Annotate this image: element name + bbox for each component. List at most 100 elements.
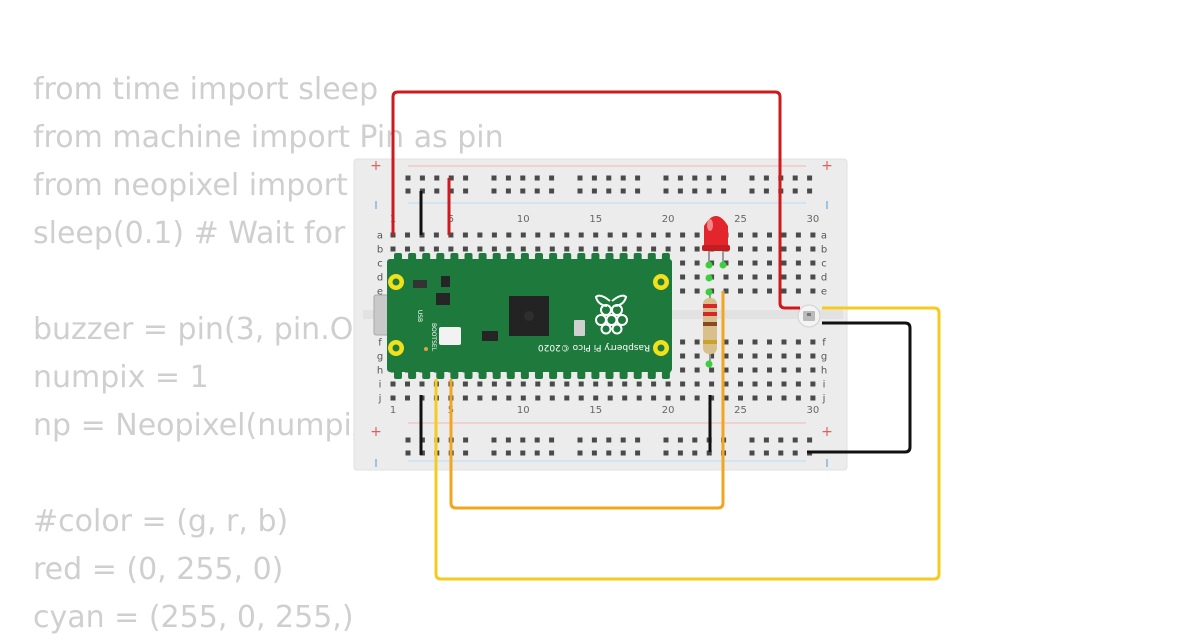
breadboard-hole [591,175,597,181]
breadboard-hole [795,232,801,238]
breadboard-hole [405,395,410,401]
pico-pin-bottom [478,371,487,379]
breadboard-hole [721,175,727,181]
breadboard-hole [506,395,512,401]
breadboard-hole [491,437,497,443]
code-line: numpix = 1 [33,360,209,395]
wire-yellow [434,306,941,581]
breadboard-hole [578,246,584,252]
breadboard-hole [520,437,526,443]
pico-pin-bottom [563,371,572,379]
breadboard-hole [535,232,541,238]
breadboard-hole [591,437,597,443]
breadboard-hole [709,367,715,373]
column-label: 30 [807,214,820,225]
row-label: i [379,380,382,391]
breadboard-hole [723,353,729,359]
row-label: h [377,366,383,377]
breadboard-hole [738,232,743,238]
breadboard-hole [535,381,541,387]
breadboard-hole [677,175,683,181]
status-led [424,347,428,351]
breadboard-hole [810,353,816,359]
breadboard-hole [692,437,698,443]
row-label: i [823,380,826,391]
breadboard-hole [767,246,772,252]
breadboard-hole [807,437,813,443]
breadboard-hole [620,188,626,194]
breadboard-hole [680,353,686,359]
breadboard-hole [606,437,612,443]
breadboard-hole [434,188,440,194]
breadboard-hole [749,437,755,443]
pico-pin-bottom [661,371,670,379]
breadboard-hole [405,175,411,181]
breadboard-hole [577,450,583,456]
breadboard-hole [433,232,439,238]
breadboard-hole [767,353,772,359]
breadboard-hole [781,367,787,373]
breadboard-hole [763,437,769,443]
flash-chip [574,320,585,336]
breadboard-hole [738,274,743,280]
row-label: b [377,245,383,256]
breadboard-hole [694,339,700,345]
wire-black [807,321,912,454]
breadboard-hole [520,395,526,401]
breadboard-hole [781,288,787,294]
breadboard-hole [549,437,555,443]
breadboard-hole [535,395,541,401]
breadboard-hole [781,246,787,252]
breadboard-hole [810,232,816,238]
resistor [703,292,717,362]
breadboard-hole [505,175,511,181]
breadboard-hole [795,246,801,252]
breadboard-hole [767,260,772,266]
breadboard-hole [591,188,597,194]
breadboard-hole [792,175,798,181]
breadboard-hole [767,274,772,280]
breadboard-hole [752,260,758,266]
breadboard-hole [663,450,669,456]
bootsel-button[interactable] [439,327,461,345]
pico-pin-bottom [619,371,628,379]
breadboard-hole [738,339,743,345]
breadboard-hole [635,450,641,456]
breadboard-hole [795,274,801,280]
row-label: e [377,287,383,298]
breadboard-hole [506,246,512,252]
code-line: from neopixel import [33,168,348,203]
breadboard-hole [564,246,570,252]
chip-small [441,276,450,287]
breadboard-hole [665,232,671,238]
breadboard-hole [549,395,555,401]
breadboard-hole [636,395,642,401]
chip-small [482,331,498,341]
breadboard-hole [677,188,683,194]
breadboard-hole [778,450,784,456]
connection-highlight [705,360,713,368]
breadboard-hole [810,381,816,387]
pico-pin-bottom [436,371,445,379]
breadboard-hole [663,188,669,194]
breadboard-hole [549,232,555,238]
breadboard-hole [723,288,729,294]
breadboard-hole [709,353,715,359]
connection-highlight [705,274,713,282]
breadboard-hole [677,437,683,443]
breadboard-hole [651,232,657,238]
breadboard-hole [792,188,798,194]
breadboard-hole [709,395,715,401]
breadboard-hole [723,381,729,387]
breadboard-hole [620,437,626,443]
breadboard-hole [534,175,540,181]
code-line: from machine import Pin as pin [33,120,504,155]
breadboard-hole [694,260,700,266]
rail-plus-sign: + [821,158,833,174]
breadboard-hole [405,437,411,443]
wire-orange [449,291,725,510]
breadboard-hole [795,339,801,345]
chip-small [436,293,450,305]
breadboard-hole [752,353,758,359]
breadboard-hole [448,232,454,238]
